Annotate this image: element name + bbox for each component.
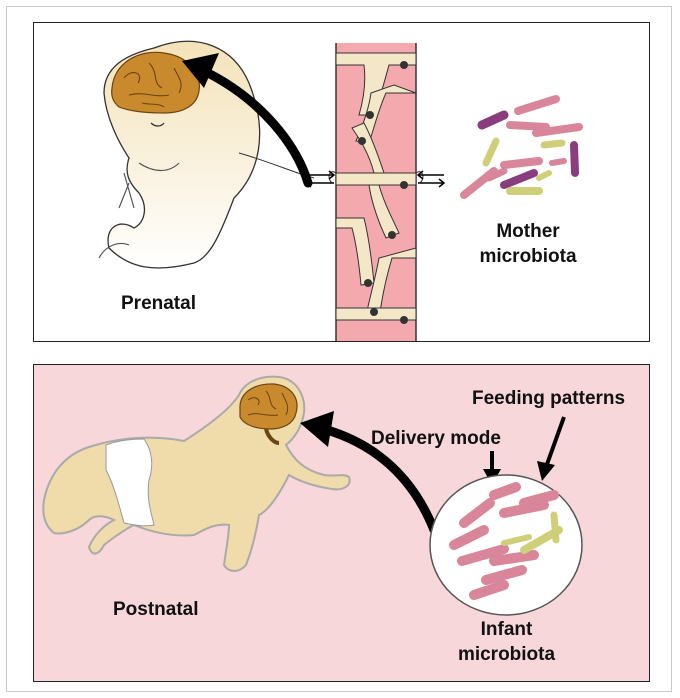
mother-microbiota-label: Mother microbiota	[479, 219, 577, 269]
postnatal-panel: Feeding patterns Delivery mode Postnatal…	[33, 364, 650, 682]
infant-body	[43, 377, 349, 571]
infant-microbiota-line2: microbiota	[454, 642, 559, 667]
mother-microbiota-line2: microbiota	[479, 244, 577, 269]
infant-microbiota-line1: Infant	[454, 617, 559, 642]
mother-microbiota-line1: Mother	[479, 219, 577, 244]
placenta	[329, 43, 423, 342]
prenatal-panel: Prenatal Mother microbiota	[33, 22, 650, 342]
feeding-patterns-label: Feeding patterns	[472, 386, 625, 411]
delivery-mode-label: Delivery mode	[371, 426, 501, 451]
feeding-patterns-arrow	[537, 417, 564, 481]
prenatal-label: Prenatal	[121, 291, 196, 316]
mother-microbiota-bacteria	[464, 99, 579, 195]
infant-microbiota-label: Infant microbiota	[454, 617, 559, 667]
postnatal-label: Postnatal	[113, 597, 199, 622]
